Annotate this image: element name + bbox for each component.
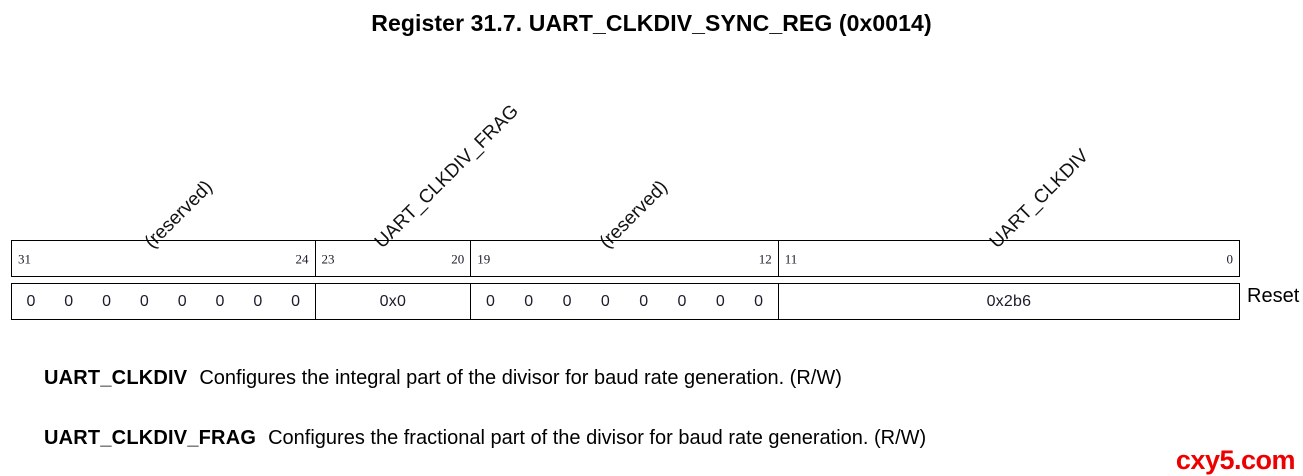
watermark: cxy5.com	[1175, 445, 1296, 475]
reset-bit: 0	[754, 292, 764, 310]
bit-range-cell-uart-clkdiv-frag: 23 20	[316, 241, 472, 276]
field-label-uart-clkdiv: UART_CLKDIV	[985, 145, 1094, 253]
reset-bit: 0	[524, 292, 534, 310]
register-bit-table: 31 24 23 20 19 12 11 0 0 0 0 0 0 0 0 0	[11, 240, 1240, 320]
bit-low-label: 20	[451, 251, 465, 266]
reset-bit: 0	[139, 292, 149, 310]
bit-low-label: 12	[758, 251, 772, 266]
reset-value: 0x2b6	[986, 292, 1032, 310]
page-title: Register 31.7. UART_CLKDIV_SYNC_REG (0x0…	[371, 10, 932, 36]
bit-range-cell-reserved-19-12: 19 12	[471, 241, 779, 276]
reset-row-label: Reset	[1247, 285, 1300, 307]
reset-bits-group: 0 0 0 0 0 0 0 0	[471, 284, 778, 319]
reset-bit: 0	[639, 292, 649, 310]
reset-bit: 0	[102, 292, 111, 310]
reset-bit: 0	[64, 292, 74, 310]
bit-high-label: 31	[18, 251, 31, 266]
field-description-name: UART_CLKDIV	[44, 367, 188, 389]
reset-value-row: 0 0 0 0 0 0 0 0 0x0 0 0 0 0 0 0 0 0	[11, 283, 1240, 320]
bit-high-label: 11	[784, 251, 798, 266]
reset-bits-group: 0 0 0 0 0 0 0 0	[12, 284, 315, 319]
reset-bit: 0	[485, 292, 495, 310]
reset-value-cell-reserved-19-12: 0 0 0 0 0 0 0 0	[471, 284, 779, 319]
reset-value-cell-uart-clkdiv-frag: 0x0	[316, 284, 472, 319]
field-description-name: UART_CLKDIV_FRAG	[44, 427, 257, 449]
bit-range-cell-reserved-31-24: 31 24	[12, 241, 316, 276]
reset-bit: 0	[677, 292, 687, 310]
field-description-text: Configures the fractional part of the di…	[268, 427, 927, 449]
bit-low-label: 0	[1226, 251, 1234, 266]
field-label-uart-clkdiv-frag: UART_CLKDIV_FRAG	[370, 100, 523, 253]
field-description-uart-clkdiv: UART_CLKDIV Configures the integral part …	[44, 368, 842, 388]
bit-number-row: 31 24 23 20 19 12 11 0	[11, 240, 1240, 277]
field-description-text: Configures the integral part of the divi…	[199, 367, 842, 389]
bit-high-label: 23	[321, 251, 335, 266]
reset-value-cell-uart-clkdiv: 0x2b6	[779, 284, 1239, 319]
reset-value-cell-reserved-31-24: 0 0 0 0 0 0 0 0	[12, 284, 316, 319]
bit-range-cell-uart-clkdiv: 11 0	[779, 241, 1239, 276]
reset-bit: 0	[26, 292, 36, 310]
bit-low-label: 24	[295, 251, 309, 266]
reset-bit: 0	[562, 292, 572, 310]
reset-bit: 0	[253, 292, 263, 310]
reset-value: 0x0	[379, 292, 407, 310]
reset-bit: 0	[177, 292, 187, 310]
field-description-uart-clkdiv-frag: UART_CLKDIV_FRAG Configures the fractiona…	[44, 428, 926, 448]
reset-bit: 0	[715, 292, 725, 310]
bit-high-label: 19	[477, 251, 491, 266]
reset-bit: 0	[600, 292, 610, 310]
reset-bit: 0	[215, 292, 225, 310]
reset-bit: 0	[291, 292, 301, 310]
